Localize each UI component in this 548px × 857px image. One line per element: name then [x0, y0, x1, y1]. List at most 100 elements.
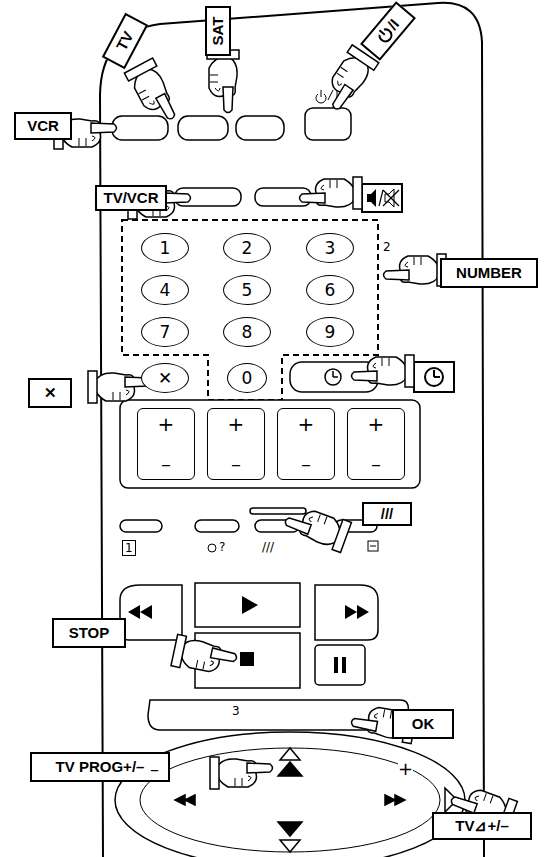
power-bar [380, 30, 385, 34]
button-text: + [158, 413, 175, 435]
button-text: – [371, 453, 381, 475]
hand-knuckles [308, 511, 326, 526]
direction-ring-inner [140, 748, 440, 852]
callout-label: TV⊿+/– [432, 812, 532, 840]
callout-label: ✕ [28, 378, 72, 408]
button-text: TV⊿+/– [455, 818, 508, 835]
button-text: TV/VCR [103, 190, 158, 207]
hand-finger [211, 648, 238, 663]
button-text: ✕ [44, 385, 57, 402]
callout-label: /I [360, 1, 416, 61]
button-text: TV [113, 29, 137, 54]
hand-cuff [210, 757, 219, 789]
transport-symbols [128, 596, 369, 673]
keypad-button: 4 [141, 275, 189, 305]
button-text: ✕ [158, 369, 172, 388]
rocker-frame [120, 400, 420, 488]
button-text: /// [381, 506, 394, 523]
pointing-hand [124, 58, 182, 128]
hand-cuff [171, 634, 186, 667]
hand-finger [156, 94, 177, 121]
button-text: 8 [242, 323, 253, 342]
clock-symbol [325, 369, 341, 385]
rocker-button: +– [207, 408, 265, 480]
callout-label: /// [362, 502, 412, 526]
hand-finger [384, 270, 410, 280]
pointing-hand [352, 355, 415, 387]
hand-finger [165, 193, 191, 203]
hand-finger [351, 717, 378, 731]
button-text: /I [384, 16, 402, 33]
button-text: + [368, 413, 385, 435]
keypad-button: ✕ [141, 363, 189, 393]
keypad-button: 3 [306, 233, 354, 263]
small-marking: 2 [383, 240, 391, 254]
hand-knuckles [113, 390, 129, 400]
button-text: 3 [325, 239, 336, 258]
button-text: 4 [160, 281, 171, 300]
callout-label: TV [102, 13, 148, 69]
callout-label: TV/VCR [95, 185, 167, 211]
button-text: – [161, 453, 171, 475]
clock-cuff [414, 362, 454, 392]
button-text: TV PROG+/– [56, 759, 145, 776]
rocker-button: +– [347, 408, 405, 480]
hand-knuckles [474, 790, 492, 805]
small-marking: 1 [122, 540, 136, 556]
hand-knuckles [235, 776, 251, 786]
hand-cuff [405, 355, 414, 387]
hand-cuff [88, 371, 97, 403]
direction-ring [115, 732, 465, 857]
small-marking: – [150, 758, 159, 779]
button-text: + [228, 413, 245, 435]
callout-label: STOP [52, 618, 126, 648]
power-arc [378, 27, 394, 43]
hand-knuckles [374, 708, 391, 721]
hand-knuckles [321, 180, 337, 190]
button-text: 5 [242, 281, 253, 300]
button-text: NUMBER [456, 265, 522, 282]
hand-knuckles [210, 75, 220, 91]
small-marking: 3 [232, 704, 240, 718]
button-text: 7 [160, 323, 171, 342]
callout-label: OK [392, 709, 454, 739]
direction-arrows [175, 748, 457, 852]
timer-button [290, 362, 378, 392]
small-marking: + [398, 758, 413, 779]
hand-finger [300, 193, 326, 203]
hand-knuckles [373, 358, 389, 368]
keypad-button: 5 [223, 275, 271, 305]
mute-cuff [362, 184, 402, 212]
hand-finger [331, 84, 354, 111]
pointing-hand [171, 634, 239, 678]
rocker-button: +– [277, 408, 335, 480]
hand-finger [91, 123, 117, 133]
button-text: 9 [325, 323, 336, 342]
button-text: VCR [27, 118, 59, 135]
hand-cuff [124, 58, 156, 81]
hand-finger [223, 87, 233, 113]
hand-cuff [332, 519, 351, 552]
number-pad-outline [122, 220, 378, 400]
callout-label: TV PROG+/– [30, 752, 170, 782]
button-text: OK [412, 716, 435, 733]
keypad-button: 1 [141, 233, 189, 263]
hand-finger [352, 371, 378, 381]
hand-knuckles [405, 257, 421, 267]
hand-knuckles [196, 658, 214, 671]
button-text: + [298, 413, 315, 435]
keypad-button: 9 [306, 317, 354, 347]
button-text: 2 [242, 239, 253, 258]
callout-label: NUMBER [440, 258, 538, 288]
button-text: – [301, 453, 311, 475]
remote-body [100, 3, 484, 857]
pointing-hand [282, 501, 352, 552]
hand-finger [284, 516, 311, 534]
callout-label: VCR [14, 112, 72, 140]
pointing-hand [384, 254, 447, 286]
hand-knuckles [139, 89, 155, 108]
transport-buttons [120, 583, 378, 688]
pointing-hand [210, 757, 273, 789]
